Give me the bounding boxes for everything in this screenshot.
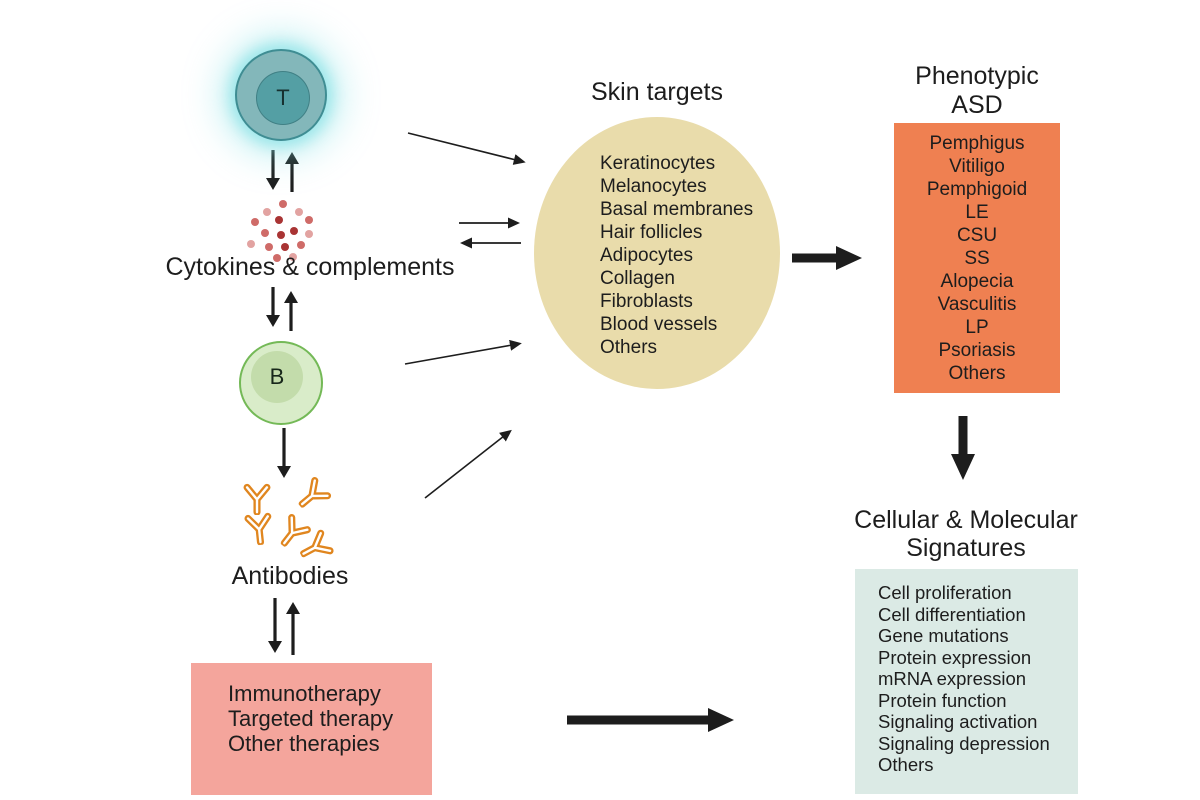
arrow-t-to-skin [407, 132, 526, 165]
signatures-title: Cellular & Molecular Signatures [836, 506, 1096, 562]
asd-item: CSU [956, 225, 998, 246]
asd-item: Vasculitis [937, 294, 1017, 315]
asd-item: LP [965, 317, 989, 338]
antibody-icon [289, 471, 337, 519]
t-cell-nucleus: T [256, 71, 310, 125]
therapy-item: Other therapies [228, 731, 380, 756]
signatures-title-line2: Signatures [906, 534, 1026, 562]
arrow-b-to-skin [404, 339, 522, 365]
asd-item: LE [965, 202, 989, 223]
asd-item: Pemphigoid [926, 179, 1028, 200]
asd-item: Pemphigus [929, 133, 1025, 154]
b-cell-icon: B [239, 341, 323, 425]
skin-target-item: Adipocytes [600, 245, 693, 266]
skin-target-item: Keratinocytes [600, 153, 716, 174]
antibody-icon [269, 508, 317, 556]
skin-target-item: Fibroblasts [600, 291, 693, 312]
asd-item: Others [948, 363, 1006, 384]
skin-target-item: Melanocytes [600, 176, 707, 197]
signature-item: Gene mutations [878, 625, 1009, 646]
signature-item: Signaling depression [878, 732, 1050, 754]
antibody-icon [240, 481, 274, 515]
skin-target-item: Blood vessels [600, 314, 718, 335]
skin-target-item: Others [600, 337, 658, 358]
cytokines-label: Cytokines & complements [165, 253, 455, 281]
arrow-antibodies-to-skin [424, 429, 512, 499]
asd-item: Psoriasis [938, 340, 1016, 361]
signature-item: Protein function [878, 689, 1007, 711]
skin-targets-circle: Keratinocytes Melanocytes Basal membrane… [534, 117, 780, 389]
signatures-box: Cell proliferation Cell differentiation … [855, 569, 1078, 794]
phenotypic-asd-title-line2: ASD [951, 91, 1003, 119]
phenotypic-asd-title: Phenotypic ASD [877, 62, 1077, 120]
asd-item: Alopecia [940, 271, 1014, 292]
t-cell-label: T [276, 85, 290, 110]
asd-item: Vitiligo [949, 156, 1005, 177]
phenotypic-asd-box: Pemphigus Vitiligo Pemphigoid LE CSU SS … [894, 123, 1060, 393]
t-cell-icon: T [235, 49, 327, 141]
signatures-title-line1: Cellular & Molecular [854, 506, 1078, 534]
phenotypic-asd-title-line1: Phenotypic [915, 62, 1039, 90]
signature-item: mRNA expression [878, 668, 1027, 689]
signature-item: Cell differentiation [878, 603, 1026, 625]
skin-targets-title: Skin targets [590, 78, 723, 106]
therapy-box: Immunotherapy Targeted therapy Other the… [191, 663, 432, 795]
asd-item: SS [964, 248, 990, 269]
therapy-item: Targeted therapy [228, 706, 394, 731]
signature-item: Signaling activation [878, 711, 1038, 732]
skin-target-item: Hair follicles [600, 222, 703, 243]
skin-target-item: Collagen [600, 268, 675, 289]
antibody-icon [293, 524, 339, 570]
cytokine-dots-icon [243, 198, 323, 262]
antibodies-label: Antibodies [231, 562, 349, 590]
skin-targets-list: Keratinocytes Melanocytes Basal membrane… [600, 152, 753, 359]
antibody-icon [240, 509, 277, 546]
b-cell-label: B [269, 364, 285, 389]
signature-item: Protein expression [878, 646, 1032, 668]
signature-item: Others [878, 754, 934, 775]
b-cell-nucleus: B [251, 351, 303, 403]
signature-item: Cell proliferation [878, 582, 1012, 603]
skin-target-item: Basal membranes [600, 199, 754, 220]
therapy-item: Immunotherapy [228, 681, 381, 706]
